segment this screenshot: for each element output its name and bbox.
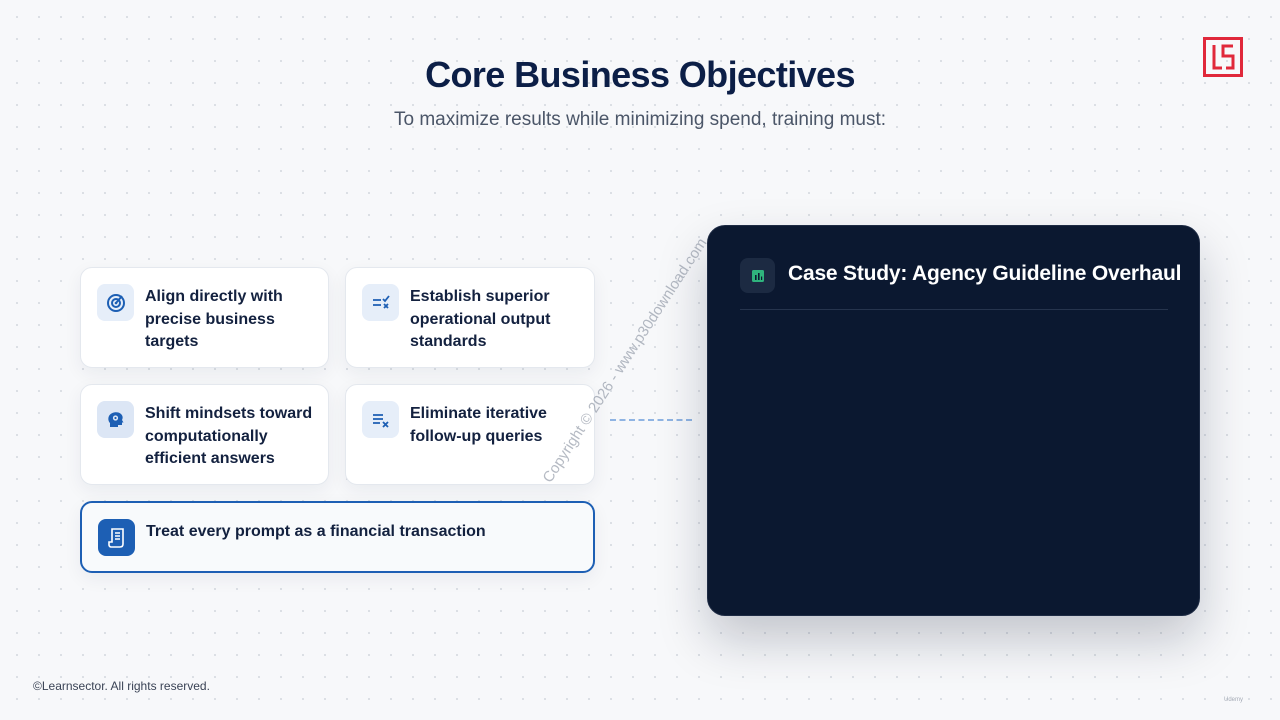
- checklist-icon: [362, 284, 399, 321]
- udemy-mark: Udemy: [1224, 697, 1244, 703]
- list-remove-icon: [362, 401, 399, 438]
- objective-card-mindset: Shift mindsets toward computationally ef…: [80, 384, 329, 485]
- receipt-icon: [98, 519, 135, 556]
- objective-label: Establish superior operational output st…: [410, 288, 551, 350]
- objective-label: Align directly with precise business tar…: [145, 288, 283, 350]
- case-study-panel: Case Study: Agency Guideline Overhaul: [707, 225, 1200, 616]
- footer-copyright: ©Learnsector. All rights reserved.: [33, 679, 210, 693]
- page-subtitle: To maximize results while minimizing spe…: [393, 109, 887, 130]
- objective-card-align: Align directly with precise business tar…: [80, 267, 329, 368]
- target-icon: [97, 284, 134, 321]
- panel-divider: [740, 309, 1168, 310]
- objective-label: Shift mindsets toward computationally ef…: [145, 405, 313, 467]
- bar-chart-icon: [740, 258, 775, 293]
- objective-card-standards: Establish superior operational output st…: [345, 267, 595, 368]
- dashed-connector: [610, 419, 692, 421]
- page-title: Core Business Objectives: [425, 54, 855, 95]
- objective-card-highlight: Treat every prompt as a financial transa…: [80, 501, 595, 573]
- objective-card-eliminate: Eliminate iterative follow-up queries: [345, 384, 595, 485]
- head-gear-icon: [97, 401, 134, 438]
- case-study-title: Case Study: Agency Guideline Overhaul: [788, 262, 1182, 285]
- objective-label: Eliminate iterative follow-up queries: [410, 405, 547, 445]
- learnsector-logo-icon: [1203, 37, 1243, 77]
- objective-label: Treat every prompt as a financial transa…: [146, 523, 486, 540]
